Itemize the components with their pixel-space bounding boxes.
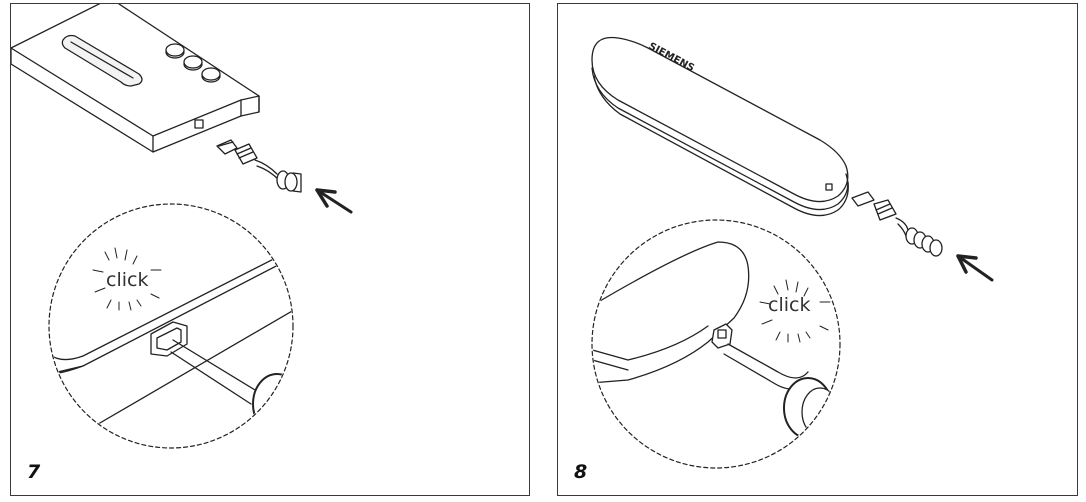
step-8-panel: SIEMENS click 8 <box>557 3 1078 496</box>
cable-plug-icon <box>216 139 302 193</box>
step-7-panel: click 7 <box>10 3 530 496</box>
handset-icon <box>591 36 849 217</box>
click-label: click <box>106 269 148 291</box>
click-sound-lines <box>759 279 831 343</box>
magnified-detail-circle <box>48 203 294 449</box>
insert-arrow-icon <box>315 188 353 214</box>
cable-plug-icon <box>851 191 943 257</box>
click-label: click <box>768 294 810 316</box>
step-7-illustration: click <box>11 4 353 449</box>
step-8-illustration: SIEMENS click <box>591 36 994 469</box>
step-number: 8 <box>574 461 588 483</box>
insert-arrow-icon <box>956 254 994 282</box>
click-sound-lines <box>92 247 162 311</box>
step-number: 7 <box>27 461 41 483</box>
magnified-detail-circle <box>591 219 841 469</box>
zoomed-connector-view <box>50 239 292 435</box>
base-unit-icon <box>11 4 260 153</box>
